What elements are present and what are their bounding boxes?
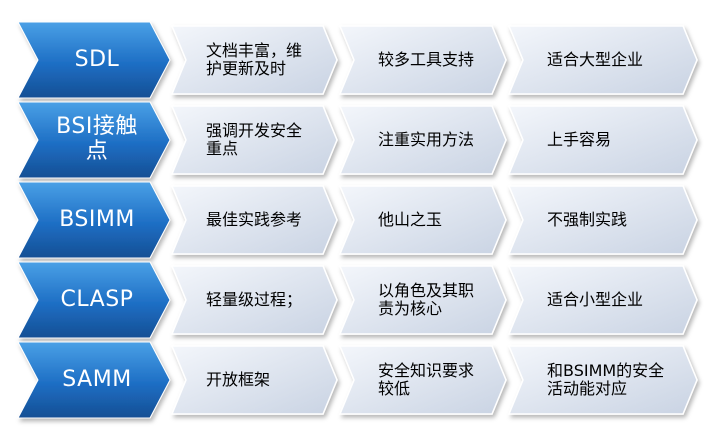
attribute-chevron: [170, 105, 338, 175]
attribute-chevron: [338, 105, 507, 175]
attribute-label: 和BSIMM的安全 活动能对应: [547, 361, 665, 398]
method-chevron: [17, 101, 171, 179]
diagram-row: [17, 261, 698, 339]
method-label: BSI接触 点: [56, 114, 138, 164]
attribute-chevron: [338, 25, 507, 95]
attribute-chevron: [507, 345, 698, 415]
attribute-label: 不强制实践: [547, 210, 628, 230]
diagram-row: [17, 21, 698, 99]
attribute-label: 最佳实践参考: [206, 210, 303, 230]
attribute-chevron: [170, 185, 338, 255]
attribute-chevron: [507, 105, 698, 175]
attribute-chevron: [338, 345, 507, 415]
attribute-label: 上手容易: [547, 130, 612, 150]
attribute-chevron: [170, 25, 338, 95]
attribute-label: 适合小型企业: [547, 290, 644, 310]
diagram-row: [17, 341, 698, 419]
attribute-chevron: [507, 185, 698, 255]
attribute-chevron: [507, 265, 698, 335]
attribute-chevron: [338, 265, 507, 335]
method-chevron: [17, 21, 171, 99]
method-chevron: [17, 261, 171, 339]
attribute-label: 以角色及其职 责为核心: [378, 281, 475, 318]
attribute-label: 适合大型企业: [547, 50, 644, 70]
attribute-label: 安全知识要求 较低: [378, 361, 475, 398]
attribute-label: 他山之玉: [378, 210, 443, 230]
attribute-chevron: [170, 265, 338, 335]
diagram-row: [17, 181, 698, 259]
method-chevron: [17, 341, 171, 419]
attribute-chevron: [170, 345, 338, 415]
attribute-label: 强调开发安全 重点: [206, 121, 303, 158]
attribute-chevron: [338, 185, 507, 255]
attribute-label: 注重实用方法: [378, 130, 475, 150]
method-label: SDL: [74, 46, 120, 72]
method-chevron: [17, 181, 171, 259]
method-label: CLASP: [60, 286, 134, 312]
attribute-chevron: [507, 25, 698, 95]
diagram-row: [17, 101, 698, 179]
method-label: SAMM: [62, 366, 132, 392]
attribute-label: 开放框架: [206, 370, 271, 390]
attribute-label: 轻量级过程；: [206, 290, 303, 310]
attribute-label: 文档丰富，维 护更新及时: [206, 41, 303, 78]
attribute-label: 较多工具支持: [378, 50, 475, 70]
method-label: BSIMM: [59, 206, 135, 232]
